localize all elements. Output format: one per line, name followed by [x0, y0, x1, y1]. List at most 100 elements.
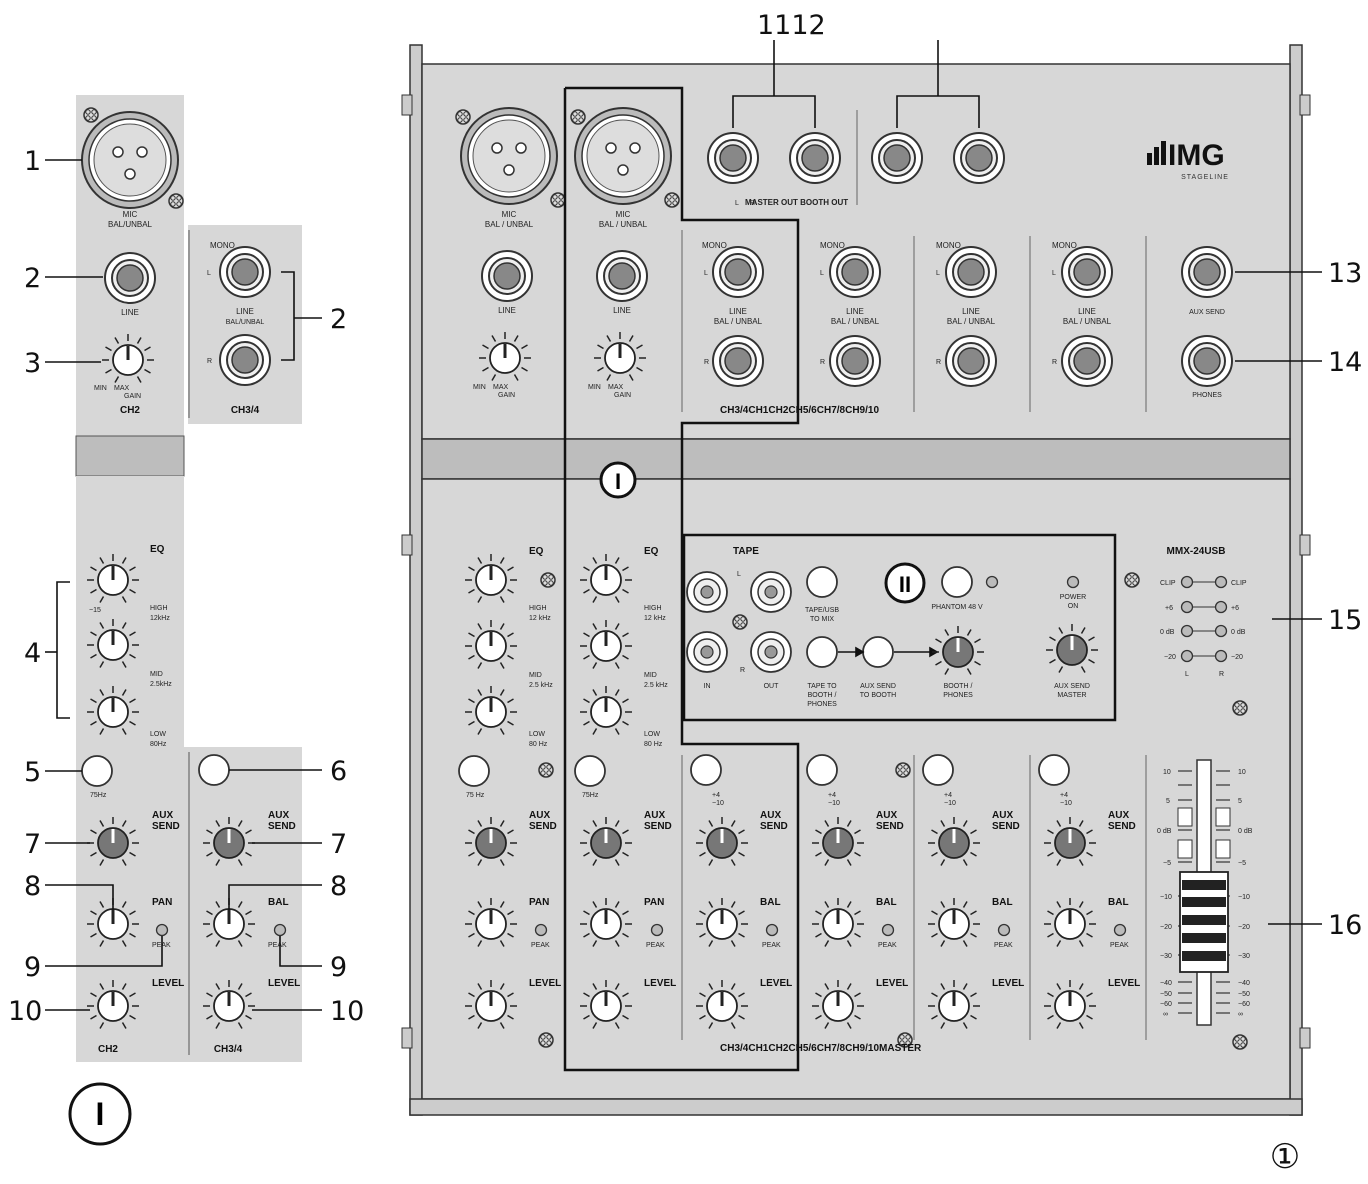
svg-text:LEVEL: LEVEL	[760, 978, 792, 989]
meter-led-r-0db	[1214, 624, 1228, 638]
svg-text:3: 3	[24, 348, 41, 379]
line-r-jack-ch34[interactable]	[712, 335, 764, 387]
lowcut-75hz-button[interactable]	[81, 755, 113, 787]
master-out-l-jack[interactable]	[707, 132, 759, 184]
master-out-label: MASTER OUT BOOTH OUT	[745, 198, 848, 207]
tape-in-r-rca[interactable]	[686, 631, 728, 673]
svg-text:8: 8	[330, 871, 347, 902]
line-l-jack[interactable]	[219, 246, 271, 298]
phones-jack[interactable]	[1181, 335, 1233, 387]
svg-text:R: R	[704, 359, 709, 366]
clip-led-l	[1180, 575, 1194, 589]
svg-text:MID: MID	[150, 671, 163, 678]
level-switch-ch78[interactable]	[922, 754, 954, 786]
mic-xlr-input[interactable]	[81, 111, 179, 209]
svg-text:−10: −10	[828, 800, 840, 807]
booth-out-l-jack[interactable]	[871, 132, 923, 184]
ch2-label: CH2	[120, 405, 140, 416]
svg-text:HIGH: HIGH	[529, 605, 547, 612]
aux-send-to-booth-button[interactable]	[862, 636, 894, 668]
line-jack-ch2[interactable]	[596, 250, 648, 302]
svg-text:0 dB: 0 dB	[1157, 828, 1172, 835]
svg-text:BAL/UNBAL: BAL/UNBAL	[226, 319, 265, 326]
svg-text:PEAK: PEAK	[994, 942, 1013, 949]
tape-usb-to-mix-button[interactable]	[806, 566, 838, 598]
line-r-jack-ch910[interactable]	[1061, 335, 1113, 387]
svg-text:AUX: AUX	[529, 810, 550, 821]
tape-in-l-rca[interactable]	[686, 571, 728, 613]
lowcut-button-ch2[interactable]	[574, 755, 606, 787]
gain-label: GAIN	[124, 393, 141, 400]
meter-led-l-p6	[1180, 600, 1194, 614]
top-channel-labels: CH3/4CH1CH2CH5/6CH7/8CH9/10	[720, 405, 879, 416]
peak-led-ch56	[881, 923, 895, 937]
svg-text:LEVEL: LEVEL	[876, 978, 908, 989]
svg-text:BAL / UNBAL: BAL / UNBAL	[714, 317, 763, 326]
svg-text:MONO: MONO	[702, 241, 727, 250]
svg-text:EQ: EQ	[644, 546, 659, 557]
svg-text:−10: −10	[944, 800, 956, 807]
figure-number: ①	[1270, 1138, 1300, 1176]
svg-text:0 dB: 0 dB	[1238, 828, 1253, 835]
svg-text:−5: −5	[1163, 860, 1171, 867]
line-jack-ch1[interactable]	[481, 250, 533, 302]
meter-led-l-m20	[1180, 649, 1194, 663]
svg-text:PHONES: PHONES	[1192, 392, 1222, 399]
svg-text:0 dB: 0 dB	[1160, 629, 1175, 636]
svg-text:R: R	[740, 667, 745, 674]
level-switch-ch910[interactable]	[1038, 754, 1070, 786]
line-l-jack-ch56[interactable]	[829, 246, 881, 298]
svg-text:IMG: IMG	[1168, 139, 1225, 172]
line-l-jack-ch78[interactable]	[945, 246, 997, 298]
lowcut-button-ch1[interactable]	[458, 755, 490, 787]
level-switch-ch34[interactable]	[690, 754, 722, 786]
master-out-r-jack[interactable]	[789, 132, 841, 184]
level-plus4-minus10-button[interactable]	[198, 754, 230, 786]
svg-text:−15: −15	[89, 607, 101, 614]
svg-text:L: L	[704, 270, 708, 277]
svg-text:+6: +6	[1165, 605, 1173, 612]
master-fader-knob[interactable]	[1179, 871, 1229, 973]
level-switch-ch56[interactable]	[806, 754, 838, 786]
mic-xlr-ch1[interactable]	[460, 107, 558, 205]
svg-text:LEVEL: LEVEL	[268, 978, 300, 989]
tape-out-r-rca[interactable]	[750, 631, 792, 673]
line-jack[interactable]	[104, 252, 156, 304]
svg-text:TAPE/USB: TAPE/USB	[805, 607, 839, 614]
svg-text:SEND: SEND	[644, 821, 672, 832]
line-r-jack-ch78[interactable]	[945, 335, 997, 387]
svg-text:5: 5	[24, 757, 41, 788]
svg-text:BAL: BAL	[1108, 897, 1129, 908]
line-l-jack-ch34[interactable]	[712, 246, 764, 298]
svg-text:−20: −20	[1231, 654, 1243, 661]
svg-text:CH2: CH2	[98, 1044, 118, 1055]
booth-out-r-jack[interactable]	[953, 132, 1005, 184]
line-r-jack-ch56[interactable]	[829, 335, 881, 387]
mic-xlr-ch2[interactable]	[574, 107, 672, 205]
svg-text:9: 9	[24, 952, 41, 983]
svg-text:TAPE: TAPE	[733, 546, 759, 557]
svg-text:−20: −20	[1164, 654, 1176, 661]
region-mark-two: II	[899, 572, 911, 597]
line-l-jack-ch910[interactable]	[1061, 246, 1113, 298]
svg-text:MIN: MIN	[473, 384, 486, 391]
svg-text:GAIN: GAIN	[498, 392, 515, 399]
tape-to-booth-button[interactable]	[806, 636, 838, 668]
svg-text:−5: −5	[1238, 860, 1246, 867]
svg-text:L: L	[737, 571, 741, 578]
svg-text:MONO: MONO	[1052, 241, 1077, 250]
region-mark-one-main: I	[615, 469, 621, 494]
svg-text:+4: +4	[828, 792, 836, 799]
svg-text:PEAK: PEAK	[762, 942, 781, 949]
svg-text:−10: −10	[1160, 894, 1172, 901]
tape-out-l-rca[interactable]	[750, 571, 792, 613]
brand-logo: IMG STAGELINE	[1147, 139, 1228, 181]
svg-text:BAL: BAL	[876, 897, 897, 908]
phantom-48v-button[interactable]	[941, 566, 973, 598]
svg-text:9: 9	[330, 952, 347, 983]
line-r-jack[interactable]	[219, 334, 271, 386]
aux-send-jack[interactable]	[1181, 246, 1233, 298]
meter-led-r-p6	[1214, 600, 1228, 614]
callout-11-12: 1112	[757, 10, 826, 41]
svg-text:AUX: AUX	[268, 810, 289, 821]
